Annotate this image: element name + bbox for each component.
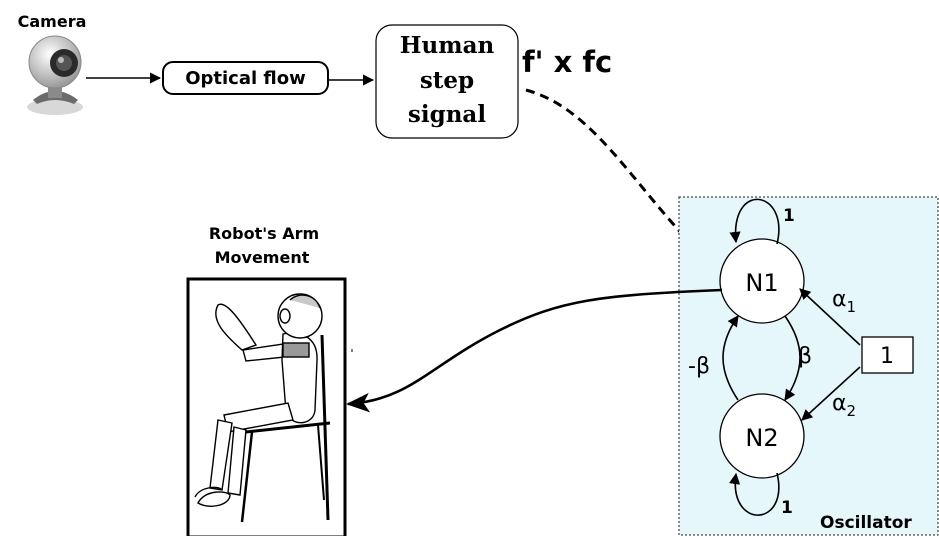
n1-to-n2-beta-arrow — [784, 315, 801, 401]
human-step-signal-box — [375, 24, 519, 139]
neg-beta-label: -β — [688, 354, 710, 379]
neuron-n1-label: N1 — [745, 269, 778, 297]
neuron-n2-node — [719, 393, 805, 479]
bias-input-box — [861, 336, 914, 374]
bias-to-n2-alpha2-arrow — [801, 366, 861, 421]
neuron-n1-node — [719, 238, 805, 324]
n2-to-n1-neg-beta-arrow — [722, 315, 739, 401]
alpha2-label: α2 — [832, 391, 856, 420]
robot-title-line2: Movement — [215, 248, 310, 267]
webcam-icon — [27, 35, 83, 115]
n1-self-weight-label: 1 — [783, 206, 795, 226]
neuron-n2-label: N2 — [745, 424, 778, 452]
n2-self-loop-arrow — [729, 472, 780, 516]
optical-flow-label: Optical flow — [185, 68, 306, 89]
oscillator-label: Oscillator — [820, 513, 912, 533]
alpha1-label: α1 — [832, 287, 856, 316]
bias-to-n1-alpha1-arrow — [799, 288, 861, 346]
human-step-line2: step — [420, 67, 474, 94]
optical-flow-box — [162, 61, 329, 95]
n1-self-loop-arrow — [729, 198, 780, 245]
human-step-line3: signal — [408, 101, 486, 128]
feedback-formula-label: f' x fc — [522, 45, 612, 79]
beta-label: β — [798, 344, 812, 369]
seated-robot-figure — [194, 293, 331, 523]
human-step-line1: Human — [400, 32, 495, 59]
n1-to-robot-arrow — [346, 288, 723, 413]
n2-self-weight-label: 1 — [781, 498, 793, 518]
bias-value: 1 — [880, 344, 894, 369]
robot-title-line1: Robot's Arm — [209, 224, 319, 243]
camera-label: Camera — [18, 12, 87, 31]
